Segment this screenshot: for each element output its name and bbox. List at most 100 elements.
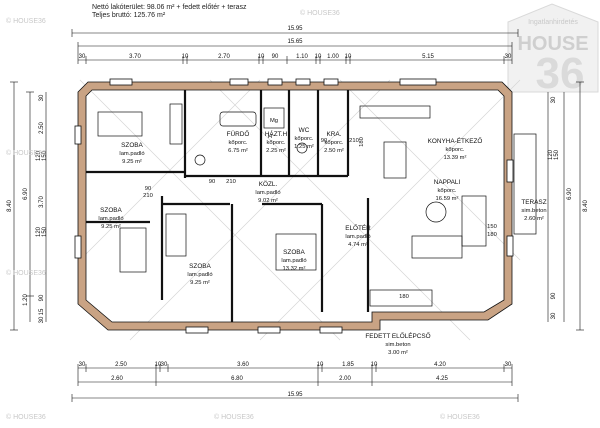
dim-top-4: 10 <box>258 54 265 60</box>
dim-left-0: 30 <box>39 94 45 101</box>
interior-walls <box>86 90 370 322</box>
svg-text:HÁZT.H: HÁZT.H <box>265 129 288 138</box>
bed-2 <box>119 227 147 273</box>
counter-label: 180 <box>359 137 365 147</box>
svg-text:lam.padló: lam.padló <box>345 234 370 240</box>
dim-right-1: 120 <box>548 149 554 160</box>
house36-logo: Ingatlanhirdetés HOUSE 36 <box>507 3 599 98</box>
svg-text:13.32 m²: 13.32 m² <box>283 266 306 272</box>
svg-text:2.50 m²: 2.50 m² <box>324 148 344 154</box>
washer <box>263 107 285 129</box>
room-konyha-etkezo: KONYHA-ÉTKEZŐ kőporc. 13.39 m² <box>428 136 483 161</box>
dim-top-0: 30 <box>79 54 86 60</box>
svg-text:SZOBA: SZOBA <box>189 263 211 270</box>
svg-text:TERASZ: TERASZ <box>521 199 546 206</box>
bathtub <box>219 111 257 127</box>
svg-text:FEDETT ELŐLÉPCSŐ: FEDETT ELŐLÉPCSŐ <box>365 331 430 340</box>
dim-top-9: 10 <box>345 54 352 60</box>
svg-text:FÜRDŐ: FÜRDŐ <box>227 129 250 138</box>
svg-text:KONYHA-ÉTKEZŐ: KONYHA-ÉTKEZŐ <box>428 136 483 145</box>
dim-top-row: 30 3.70 10 2.70 10 90 1.10 10 1.00 10 5.… <box>79 54 512 60</box>
watermark-text-7: © HOUSE36 <box>300 10 340 17</box>
svg-text:2.25 m²: 2.25 m² <box>266 148 286 154</box>
dim-left-9: 15 <box>39 308 45 315</box>
dim-bottom-5: 10 <box>317 362 324 368</box>
dim-left-10: 30 <box>39 316 45 323</box>
dim-top-2: 10 <box>182 54 189 60</box>
svg-text:90: 90 <box>321 138 327 144</box>
dim-top-3: 2.70 <box>218 54 230 60</box>
svg-text:lam.padló: lam.padló <box>119 151 144 157</box>
dim-top-6: 1.10 <box>296 54 308 60</box>
svg-text:NAPPALI: NAPPALI <box>434 179 461 186</box>
sofa-2 <box>411 235 463 259</box>
svg-text:90: 90 <box>209 179 215 185</box>
svg-text:210: 210 <box>349 138 359 144</box>
bed-3 <box>165 213 187 257</box>
svg-text:lam.padló: lam.padló <box>255 190 280 196</box>
svg-text:kőporc.: kőporc. <box>445 147 464 153</box>
svg-text:180: 180 <box>399 294 409 300</box>
dim-bottom-total: 15.95 <box>287 392 303 398</box>
dim-bottom-0: 30 <box>79 362 86 368</box>
room-nappali: NAPPALI kőporc. 16.59 m² <box>434 179 461 202</box>
svg-text:9.25 m²: 9.25 m² <box>122 159 142 165</box>
bed-4 <box>275 233 317 271</box>
watermark-text-4: © HOUSE36 <box>6 414 46 421</box>
logo-house-text: HOUSE <box>517 33 588 55</box>
svg-text:16.59 m²: 16.59 m² <box>436 196 459 202</box>
dim-left-5: 120 <box>36 226 42 237</box>
svg-text:KRA.: KRA. <box>327 131 342 138</box>
dim-left-7: 1.20 <box>23 294 29 306</box>
toilet-wc <box>296 142 308 154</box>
svg-text:ELŐTÉR: ELŐTÉR <box>345 223 371 232</box>
svg-text:6.75 m²: 6.75 m² <box>228 148 248 154</box>
toilet-bath <box>194 154 206 166</box>
dim-left-mid: 6.90 <box>23 188 29 200</box>
svg-text:SZOBA: SZOBA <box>100 207 122 214</box>
svg-text:150: 150 <box>487 224 497 230</box>
svg-text:4.74 m²: 4.74 m² <box>348 242 368 248</box>
gross-area-text: Teljes bruttó: 125.76 m² <box>92 12 166 19</box>
dim-right-outer: 8.40 <box>583 200 589 212</box>
svg-text:SZOBA: SZOBA <box>283 249 305 256</box>
dim-top-inner: 15.65 <box>287 39 303 45</box>
watermark-diagonals <box>79 79 521 341</box>
svg-text:kőporc.: kőporc. <box>294 136 313 142</box>
dim-top-5: 90 <box>272 54 279 60</box>
svg-text:kőporc.: kőporc. <box>324 140 343 146</box>
svg-text:WC: WC <box>299 127 310 134</box>
dim-right-row: 30 120 150 90 30 <box>548 96 560 319</box>
washer-label: Mg <box>270 118 278 124</box>
svg-text:sim.beton: sim.beton <box>521 208 546 214</box>
dim-bottom-9: 30 <box>505 362 512 368</box>
dim-bottom-2: 10 <box>155 362 162 368</box>
logo-number-text: 36 <box>536 49 585 98</box>
dim-right-mid: 6.90 <box>567 188 573 200</box>
bed-1 <box>97 111 143 137</box>
dim-top-7: 10 <box>315 54 322 60</box>
svg-text:13.39 m²: 13.39 m² <box>444 155 467 161</box>
top-dimensions <box>71 29 519 64</box>
svg-text:lam.padló: lam.padló <box>281 258 306 264</box>
svg-text:9.25 m²: 9.25 m² <box>190 280 210 286</box>
dim-bottom-1: 2.50 <box>115 362 127 368</box>
bottom-dimensions <box>71 364 519 402</box>
dim-bottom2-0: 2.60 <box>111 376 123 382</box>
svg-text:3.00 m²: 3.00 m² <box>388 350 408 356</box>
dim-left-outer: 8.40 <box>7 200 13 212</box>
dining-table <box>383 141 407 179</box>
dim-bottom-row1: 30 2.50 10 30 3.60 10 1.85 10 4.20 30 <box>79 362 512 368</box>
dim-bottom-3: 30 <box>161 362 168 368</box>
svg-text:kőporc.: kőporc. <box>228 140 247 146</box>
svg-text:1.25 m²: 1.25 m² <box>294 144 314 150</box>
svg-text:180: 180 <box>487 232 497 238</box>
dim-top-10: 5.15 <box>422 54 434 60</box>
dim-top-8: 1.00 <box>327 54 339 60</box>
svg-text:kőporc.: kőporc. <box>437 188 456 194</box>
